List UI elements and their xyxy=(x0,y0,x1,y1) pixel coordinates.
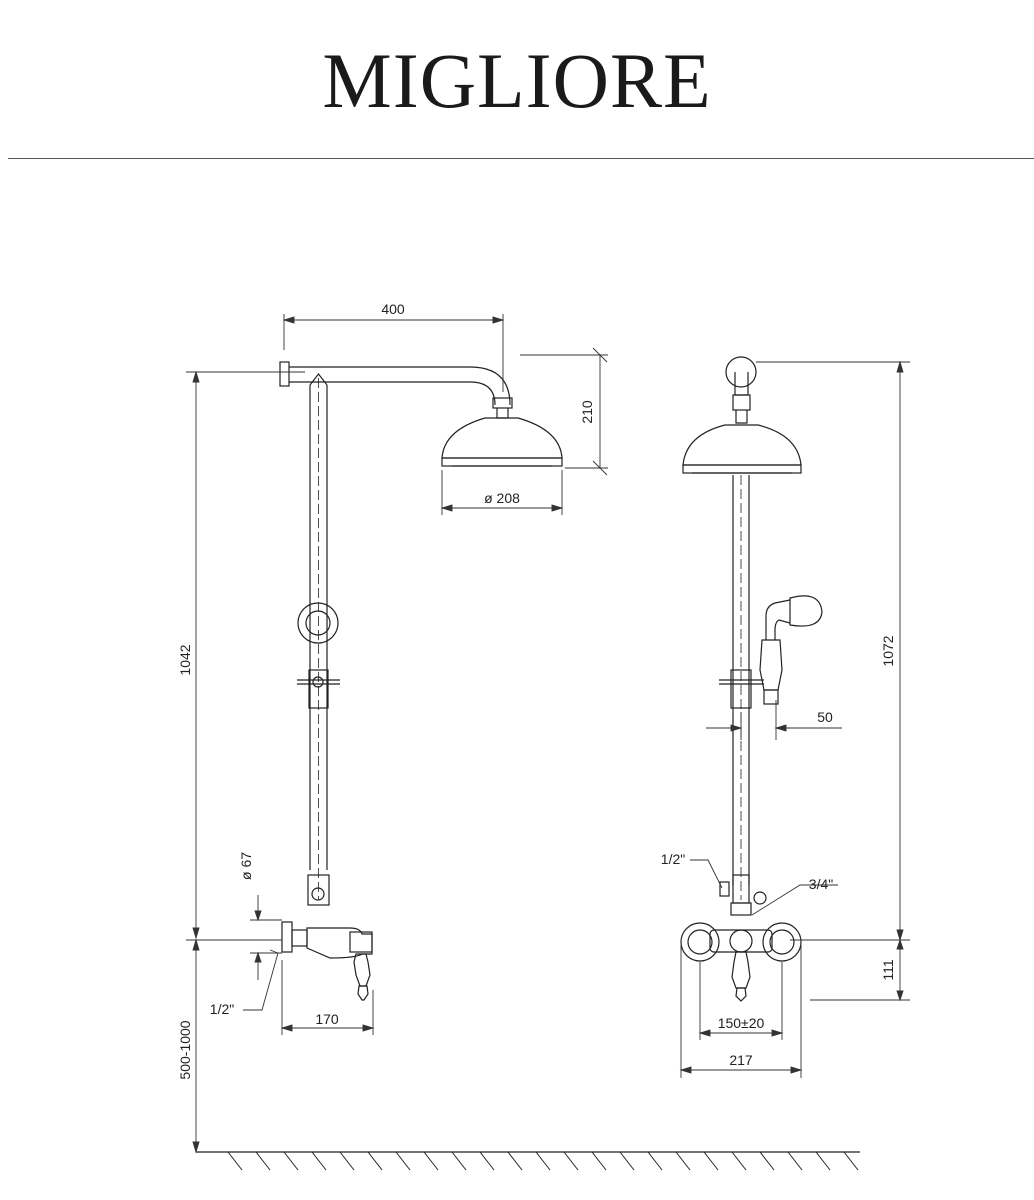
side-view xyxy=(279,361,563,1001)
dim-valve-height: 111 xyxy=(880,959,896,980)
front-view xyxy=(680,356,823,1002)
dim-inlet-side: 1/2" xyxy=(210,1001,234,1017)
diverter-outlet xyxy=(719,881,730,897)
front-slider-holder xyxy=(730,669,752,709)
dim-centers: 150±20 xyxy=(718,1015,765,1031)
mixer-handle xyxy=(353,953,371,987)
header-divider xyxy=(8,158,1034,159)
dim-mount-height: 500-1000 xyxy=(177,1020,193,1079)
dim-total-height-front: 1072 xyxy=(880,635,896,666)
dim-outlet-half: 1/2" xyxy=(661,851,685,867)
wall-bracket xyxy=(297,602,339,644)
hand-shower-head xyxy=(789,595,823,627)
dim-width: 217 xyxy=(729,1052,753,1068)
dim-arm-length: 400 xyxy=(381,301,405,317)
dim-holder-offset: 50 xyxy=(817,709,833,725)
shower-arm-inner xyxy=(289,381,496,406)
left-eccentric xyxy=(680,922,720,962)
slider-holder xyxy=(308,669,329,709)
dim-head-diameter: ø 208 xyxy=(484,490,520,506)
dim-total-height-side: 1042 xyxy=(177,644,193,675)
floor-line xyxy=(196,1151,860,1171)
hand-shower-handle xyxy=(759,639,783,691)
mixer-body xyxy=(306,927,373,959)
dim-projection: 170 xyxy=(315,1011,339,1027)
front-mixer-handle xyxy=(731,951,751,989)
mixer-wall-flange xyxy=(281,921,293,953)
dim-head-drop: 210 xyxy=(579,400,595,424)
riser-connector xyxy=(307,874,330,906)
right-eccentric xyxy=(762,922,802,962)
shower-arm xyxy=(289,366,511,406)
dim-valve-diameter: ø 67 xyxy=(238,852,254,880)
top-mount xyxy=(725,356,757,388)
dim-outlet-threequarter: 3/4" xyxy=(809,876,833,892)
arm-wall-plate xyxy=(279,361,290,387)
shower-head xyxy=(441,417,563,459)
front-shower-head xyxy=(682,424,802,466)
brand-logo: MIGLIORE xyxy=(322,37,712,124)
